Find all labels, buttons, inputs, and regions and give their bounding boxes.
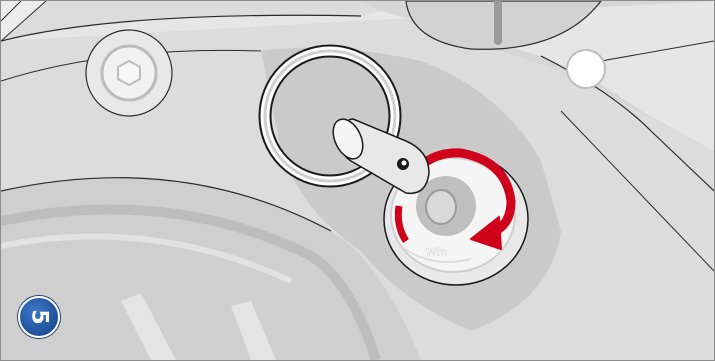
hex-bolt-icon bbox=[86, 30, 172, 116]
white-pin bbox=[567, 50, 605, 88]
step-number-badge: 5 bbox=[18, 296, 60, 338]
step-number: 5 bbox=[28, 309, 50, 324]
cap-label: Win bbox=[425, 245, 448, 260]
